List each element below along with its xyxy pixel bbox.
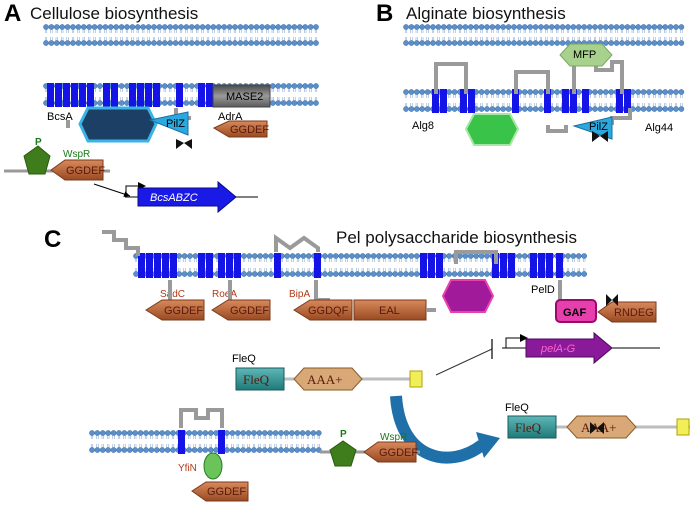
sadc-n-terminus — [102, 230, 140, 256]
adra-tm-helices — [198, 83, 213, 107]
fleq-left-aaa — [293, 367, 363, 391]
fleq-right-n-label: FleQ — [515, 420, 542, 435]
fleq-label-left: FleQ — [232, 353, 256, 365]
outer-membrane-a — [43, 24, 319, 46]
c-di-gmp-binding-arrowhead — [476, 432, 500, 458]
pilz-label-b: PilZ — [589, 121, 608, 133]
yfin-label: YfiN — [178, 463, 197, 474]
roea-label: RoeA — [212, 289, 237, 300]
bipa-ggdqf — [293, 299, 353, 321]
fleq-right-n-domain — [507, 415, 557, 439]
wspr-ggdef-c-label: GGDEF — [379, 447, 418, 459]
sadc-tm-helices — [138, 253, 177, 278]
panel-a-letter: A — [4, 0, 21, 27]
peld-rndeg — [597, 301, 657, 323]
wspr-ggdef-a-label: GGDEF — [66, 165, 105, 177]
pelf-tm-helices — [420, 253, 515, 278]
peld-rndeg-label: RNDEG — [614, 307, 654, 319]
outer-membrane-b — [403, 24, 685, 46]
panel-c-title: Pel polysaccharide biosynthesis — [336, 228, 577, 247]
yfin-ggdef-label: GGDEF — [207, 486, 246, 498]
alg8-label: Alg8 — [412, 120, 434, 132]
bipa-eal-label: EAL — [379, 305, 400, 317]
mase2-label: MASE2 — [226, 91, 263, 103]
panel-c-letter: C — [44, 226, 61, 253]
peld-gaf-label: GAF — [563, 307, 587, 319]
adra-label: AdrA — [218, 111, 243, 123]
peld-gaf — [555, 299, 597, 323]
mase2-domain — [212, 84, 271, 108]
adra-ggdef-label: GGDEF — [230, 124, 269, 136]
pilz-label-a: PilZ — [166, 118, 185, 130]
wspr-ggdef-c — [363, 441, 417, 463]
alg44-tm-helices — [512, 89, 631, 113]
yfin-ggdef — [191, 481, 249, 502]
fleq-right-htH — [676, 418, 690, 436]
roea-tm-helices — [198, 253, 241, 278]
pelf-catalytic-domain — [441, 279, 495, 313]
mfp-label: MFP — [573, 49, 596, 61]
fleq-left-n-domain — [235, 367, 285, 391]
wspr-label-a: WspR — [63, 149, 90, 160]
sadc-ggdef-label: GGDEF — [164, 305, 203, 317]
wspr-ggdef-a — [50, 159, 104, 181]
yfin-periplasmic-loop — [179, 408, 224, 428]
peld-tm-helices — [530, 253, 563, 278]
bipa-tm-helices — [274, 253, 321, 278]
bipa-label: BipA — [289, 289, 310, 300]
inner-membrane-yfin — [89, 430, 322, 453]
repression-line — [435, 348, 493, 376]
sadc-label: SadC — [160, 289, 185, 300]
p-label-a: P — [35, 137, 42, 148]
fleq-left-htH — [409, 370, 423, 388]
fleq-left-aaa-label: AAA+ — [307, 372, 343, 387]
peld-label: PelD — [531, 284, 555, 296]
pelf-linker — [454, 250, 498, 264]
c-di-gmp-binding-arrow — [390, 395, 486, 464]
promoter-pel-head — [520, 334, 528, 342]
bcs-operon — [137, 180, 237, 214]
yfin-tm-helices — [178, 430, 225, 454]
panel-b-title: Alginate biosynthesis — [406, 4, 566, 23]
alg8-periplasmic-loop — [434, 62, 468, 94]
mfp-domain — [559, 43, 613, 67]
alg44-label: Alg44 — [645, 122, 673, 134]
wspr-label-c: WspR — [380, 432, 407, 443]
pilz-domain-a — [148, 111, 189, 136]
activation-arrow-a — [93, 183, 131, 197]
pel-operon — [525, 331, 613, 365]
p-label-c: P — [340, 429, 347, 440]
adra-ggdef — [212, 120, 268, 138]
bcsa-tm-helices — [47, 83, 183, 107]
fleq-label-right: FleQ — [505, 402, 529, 414]
bcs-gene-label: BcsABZC — [150, 192, 198, 204]
yfin-has-domain — [203, 452, 223, 480]
c-di-gmp-a — [176, 139, 192, 149]
roea-ggdef-label: GGDEF — [230, 305, 269, 317]
alg8-tm-helices — [432, 89, 475, 113]
fleq-left-n-label: FleQ — [243, 372, 270, 387]
c-di-gmp-b — [592, 131, 608, 142]
bipa-ggdqf-label: GGDQF — [308, 305, 349, 317]
panel-b-letter: B — [376, 0, 393, 27]
wspr-p-domain-c — [329, 440, 357, 467]
c-di-gmp-fleq — [590, 422, 604, 434]
tm-helices — [47, 83, 631, 454]
panel-a-title: Cellulose biosynthesis — [30, 4, 198, 23]
bipa-eal — [353, 299, 427, 321]
c-di-gmp-peld — [606, 294, 618, 306]
bcsa-catalytic-domain — [78, 106, 158, 143]
promoter-a — [125, 185, 138, 197]
alg8-catalytic-domain — [464, 113, 520, 146]
promoter-pel — [505, 337, 520, 348]
pel-gene-label: pelA-G — [540, 343, 576, 355]
bcsa-label: BcsA — [47, 111, 73, 123]
bipa-loop — [274, 234, 320, 252]
sadc-ggdef — [145, 299, 205, 321]
roea-ggdef — [211, 299, 271, 321]
wspr-p-domain-a — [23, 145, 51, 175]
